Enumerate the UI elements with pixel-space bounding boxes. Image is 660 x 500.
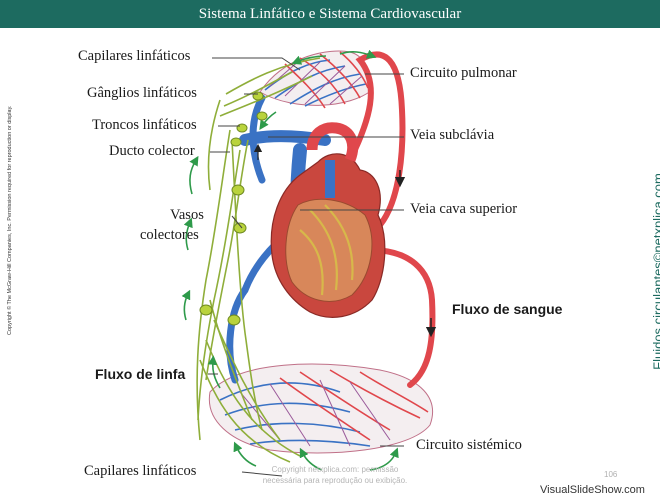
lymph-flow-arrows bbox=[181, 49, 399, 471]
leader-lines bbox=[208, 57, 404, 477]
pulmonary-capillary-bed bbox=[259, 50, 373, 109]
label-troncos-linfaticos: Troncos linfáticos bbox=[92, 117, 197, 133]
watermark-line-1: Copyright netxplica.com: permissão bbox=[271, 465, 399, 474]
label-ducto-colector: Ducto colector bbox=[109, 143, 195, 159]
label-ganglios-linfaticos: Gânglios linfáticos bbox=[87, 85, 197, 101]
label-capilares-linfaticos-top: Capilares linfáticos bbox=[78, 48, 191, 64]
circulation-diagram bbox=[181, 49, 437, 477]
label-veia-subclavia: Veia subclávia bbox=[410, 127, 495, 143]
site-credit: Fluidos circulantes©netxplica.com bbox=[650, 173, 660, 370]
brand-footer: VisualSlideShow.com bbox=[540, 484, 645, 496]
heart bbox=[270, 122, 386, 318]
arterial-circuit bbox=[347, 51, 436, 388]
label-circuito-sistemico: Circuito sistémico bbox=[416, 437, 522, 453]
label-colectores: colectores bbox=[140, 227, 199, 243]
page-number: 106 bbox=[604, 470, 618, 479]
lymph-nodes bbox=[199, 91, 268, 326]
lymphatic-vessels bbox=[196, 57, 321, 463]
label-capilares-linfaticos-bottom: Capilares linfáticos bbox=[84, 463, 197, 479]
watermark: Copyright netxplica.com: permissão neces… bbox=[240, 464, 430, 486]
watermark-line-2: necessária para reprodução ou exibição. bbox=[262, 476, 408, 485]
slide-title: Sistema Linfático e Sistema Cardiovascul… bbox=[0, 0, 660, 28]
label-vasos: Vasos bbox=[170, 207, 204, 223]
label-fluxo-de-sangue: Fluxo de sangue bbox=[452, 301, 563, 317]
copyright-notice: Copyright © The McGraw-Hill Companies, I… bbox=[7, 105, 13, 335]
label-circuito-pulmonar: Circuito pulmonar bbox=[410, 65, 517, 81]
label-fluxo-de-linfa: Fluxo de linfa bbox=[95, 366, 186, 382]
systemic-capillary-bed bbox=[208, 363, 433, 454]
label-veia-cava-superior: Veia cava superior bbox=[410, 201, 518, 217]
